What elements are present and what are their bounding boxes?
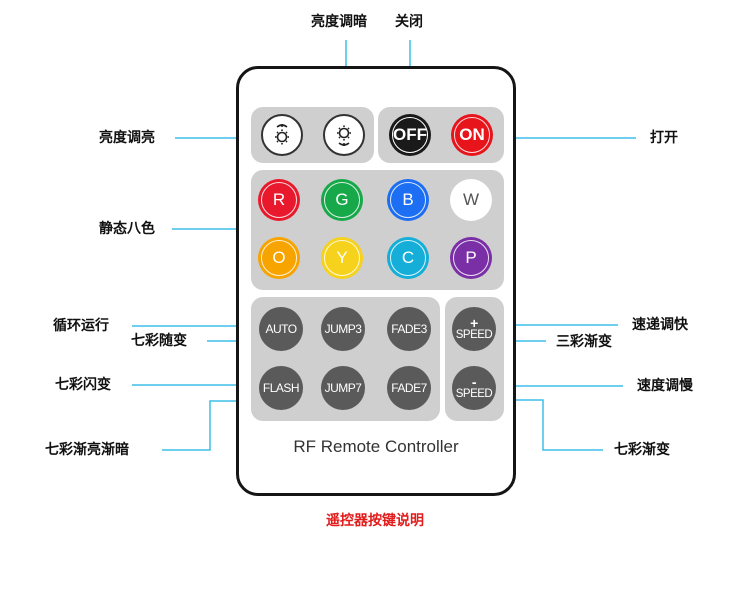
color-button-blue[interactable]: B bbox=[387, 179, 429, 221]
label-jump7: 七彩随变 bbox=[131, 333, 187, 349]
power-on-label: ON bbox=[459, 125, 485, 144]
label-brightness-up: 亮度调亮 bbox=[99, 130, 155, 146]
color-label: O bbox=[272, 248, 286, 267]
color-button-red[interactable]: R bbox=[258, 179, 300, 221]
color-label: B bbox=[402, 190, 414, 209]
power-on-button[interactable]: ON bbox=[451, 114, 493, 156]
mode-button-fade7[interactable]: FADE7 bbox=[387, 366, 431, 410]
mode-label: FADE3 bbox=[391, 322, 427, 336]
label-speed-up: 速递调快 bbox=[632, 317, 688, 333]
color-button-green[interactable]: G bbox=[321, 179, 363, 221]
color-label: C bbox=[401, 248, 415, 267]
color-button-cyan[interactable]: C bbox=[387, 237, 429, 279]
mode-button-jump3[interactable]: JUMP3 bbox=[321, 307, 365, 351]
label-fade3: 三彩渐变 bbox=[556, 334, 612, 350]
label-static-colors: 静态八色 bbox=[99, 221, 155, 237]
brightness-up-icon bbox=[275, 124, 289, 145]
mode-label: FLASH bbox=[262, 381, 300, 395]
color-label: W bbox=[462, 190, 480, 209]
color-button-orange[interactable]: O bbox=[258, 237, 300, 279]
label-fade-bright-dark: 七彩渐亮渐暗 bbox=[45, 442, 129, 458]
caption: 遥控器按键说明 bbox=[326, 513, 424, 529]
color-button-yellow[interactable]: Y bbox=[321, 237, 363, 279]
label-flash: 七彩闪变 bbox=[55, 377, 111, 393]
brightness-down-icon bbox=[337, 125, 351, 146]
speed-up-button[interactable]: + SPEED bbox=[452, 307, 496, 351]
remote-controller: OFF ON R G B W O Y C P AUTO JUMP3 FADE3 … bbox=[236, 66, 516, 496]
brightness-down-button[interactable] bbox=[323, 114, 365, 156]
brightness-up-button[interactable] bbox=[261, 114, 303, 156]
speed-label: SPEED bbox=[455, 329, 493, 341]
label-fade7: 七彩渐变 bbox=[614, 442, 670, 458]
color-label: G bbox=[335, 190, 349, 209]
speed-label: SPEED bbox=[455, 388, 493, 400]
label-speed-down: 速度调慢 bbox=[637, 378, 693, 394]
mode-label: JUMP7 bbox=[324, 381, 362, 395]
color-label: P bbox=[465, 248, 477, 267]
color-label: Y bbox=[336, 248, 348, 267]
speed-down-button[interactable]: - SPEED bbox=[452, 366, 496, 410]
power-off-button[interactable]: OFF bbox=[389, 114, 431, 156]
color-label: R bbox=[272, 190, 286, 209]
mode-label: AUTO bbox=[265, 322, 297, 336]
brand-text: RF Remote Controller bbox=[293, 437, 459, 456]
mode-button-auto[interactable]: AUTO bbox=[259, 307, 303, 351]
label-brightness-down: 亮度调暗 bbox=[311, 14, 367, 30]
mode-button-jump7[interactable]: JUMP7 bbox=[321, 366, 365, 410]
label-power-on: 打开 bbox=[650, 130, 678, 146]
color-button-white[interactable]: W bbox=[450, 179, 492, 221]
power-off-label: OFF bbox=[393, 125, 427, 144]
mode-label: FADE7 bbox=[391, 381, 427, 395]
plus-icon: + bbox=[470, 315, 478, 331]
mode-button-flash[interactable]: FLASH bbox=[259, 366, 303, 410]
mode-label: JUMP3 bbox=[324, 322, 362, 336]
color-button-purple[interactable]: P bbox=[450, 237, 492, 279]
minus-icon: - bbox=[471, 374, 477, 390]
label-auto-cycle: 循环运行 bbox=[53, 318, 109, 334]
label-power-off: 关闭 bbox=[395, 14, 423, 30]
mode-button-fade3[interactable]: FADE3 bbox=[387, 307, 431, 351]
